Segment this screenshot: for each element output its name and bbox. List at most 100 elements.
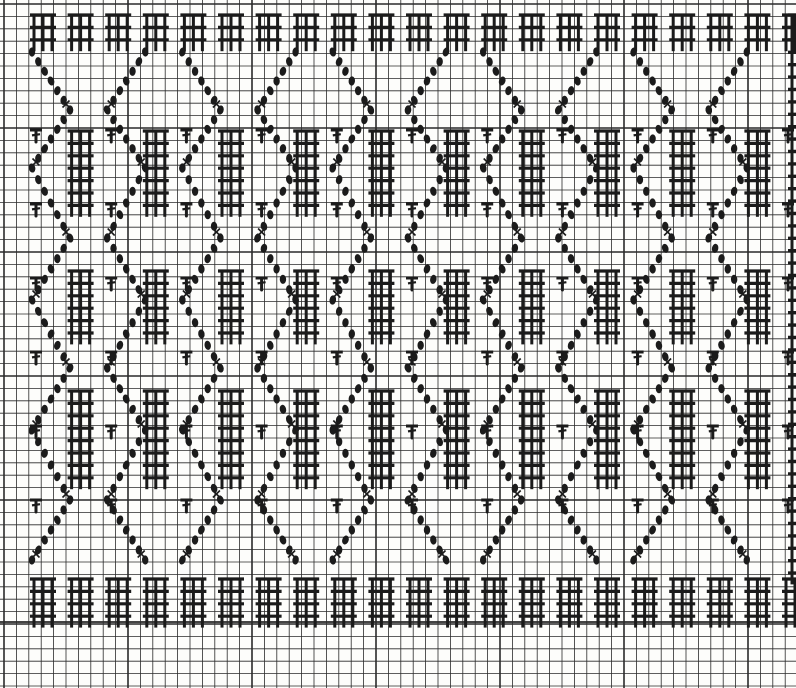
bottom-dc-block <box>669 578 695 628</box>
dc-cross-bar <box>709 504 717 505</box>
top-dc-block <box>180 14 206 51</box>
bottom-dc-block <box>293 578 319 628</box>
middle-dc-block <box>669 390 695 489</box>
top-dc-block <box>669 14 695 51</box>
middle-dc-block <box>293 130 319 217</box>
middle-dc-block <box>293 270 319 344</box>
dc-cross-bar <box>483 504 491 505</box>
dc-cross-bar <box>258 504 266 505</box>
chain-stitch-symbol <box>123 134 129 143</box>
bottom-dc-block <box>68 578 94 628</box>
dc-cross-bar <box>709 430 717 431</box>
bottom-dc-block <box>707 578 733 628</box>
dc-cross-bar <box>32 356 40 357</box>
dc-cross-bar <box>182 504 190 505</box>
chain-stitch-symbol <box>581 67 587 76</box>
chain-stitch-symbol <box>349 394 355 403</box>
dc-cross-bar <box>634 504 642 505</box>
bottom-dc-block <box>30 578 56 628</box>
top-dc-block <box>331 14 357 51</box>
dc-cross-bar <box>333 356 341 357</box>
middle-dc-block <box>143 390 169 489</box>
dc-cross-bar <box>107 430 115 431</box>
dc-cross-bar <box>709 134 717 135</box>
dc-cross-bar <box>107 282 115 283</box>
middle-dc-block <box>444 390 470 489</box>
bottom-dc-block <box>481 578 507 628</box>
dc-cross-bar <box>634 208 642 209</box>
bottom-dc-block <box>594 578 620 628</box>
middle-dc-block <box>68 390 94 489</box>
middle-dc-block <box>669 270 695 344</box>
middle-dc-block <box>594 390 620 489</box>
dc-cross-bar <box>408 282 416 283</box>
dc-cross-bar <box>558 282 566 283</box>
middle-dc-block <box>218 390 244 489</box>
dc-cross-bar <box>408 134 416 135</box>
middle-dc-block <box>744 390 770 489</box>
middle-dc-block <box>143 130 169 217</box>
dc-cross-bar <box>558 208 566 209</box>
top-dc-block <box>30 14 56 51</box>
bottom-dc-block <box>180 578 206 628</box>
dc-cross-bar <box>107 208 115 209</box>
chain-stitch-symbol <box>205 384 211 393</box>
middle-dc-block <box>368 130 394 217</box>
dc-cross-bar <box>483 208 491 209</box>
middle-dc-block <box>368 390 394 489</box>
top-dc-block <box>556 14 582 51</box>
dc-cross-bar <box>634 282 642 283</box>
top-dc-block <box>594 14 620 51</box>
dc-cross-bar <box>182 282 190 283</box>
top-dc-block <box>256 14 282 51</box>
dc-cross-bar <box>182 356 190 357</box>
middle-dc-block <box>594 130 620 217</box>
top-dc-block <box>143 14 169 51</box>
dc-cross-bar <box>634 134 642 135</box>
bottom-dc-block <box>218 578 244 628</box>
dc-cross-bar <box>258 134 266 135</box>
dc-cross-bar <box>258 430 266 431</box>
middle-dc-block <box>368 270 394 344</box>
top-dc-block <box>481 14 507 51</box>
dc-cross-bar <box>709 282 717 283</box>
bottom-dc-block <box>519 578 545 628</box>
dc-cross-bar <box>483 134 491 135</box>
top-dc-block <box>368 14 394 51</box>
dc-cross-bar <box>258 282 266 283</box>
chain-stitch-symbol <box>330 425 336 434</box>
top-dc-block <box>744 14 770 51</box>
middle-dc-block <box>68 130 94 217</box>
middle-dc-block <box>744 270 770 344</box>
dc-cross-bar <box>32 282 40 283</box>
bottom-dc-block <box>368 578 394 628</box>
middle-dc-block <box>218 130 244 217</box>
dc-cross-bar <box>408 430 416 431</box>
middle-dc-block <box>444 270 470 344</box>
chain-stitch-symbol <box>581 187 587 196</box>
middle-dc-block <box>519 130 545 217</box>
middle-dc-block <box>669 130 695 217</box>
dc-cross-bar <box>107 134 115 135</box>
dc-cross-bar <box>408 208 416 209</box>
bottom-dc-block <box>744 578 770 628</box>
bottom-dc-block <box>632 578 658 628</box>
top-dc-block <box>68 14 94 51</box>
top-dc-block <box>293 14 319 51</box>
bottom-dc-block <box>105 578 131 628</box>
middle-dc-block <box>218 270 244 344</box>
top-dc-block <box>632 14 658 51</box>
bottom-dc-block <box>556 578 582 628</box>
dc-cross-bar <box>32 504 40 505</box>
dc-cross-bar <box>483 356 491 357</box>
bottom-dc-block <box>256 578 282 628</box>
chain-stitch-symbol <box>110 244 116 253</box>
dc-cross-bar <box>634 356 642 357</box>
dc-cross-bar <box>182 134 190 135</box>
middle-dc-block <box>744 130 770 217</box>
middle-dc-block <box>594 270 620 344</box>
dc-cross-bar <box>558 430 566 431</box>
middle-dc-block <box>293 390 319 489</box>
